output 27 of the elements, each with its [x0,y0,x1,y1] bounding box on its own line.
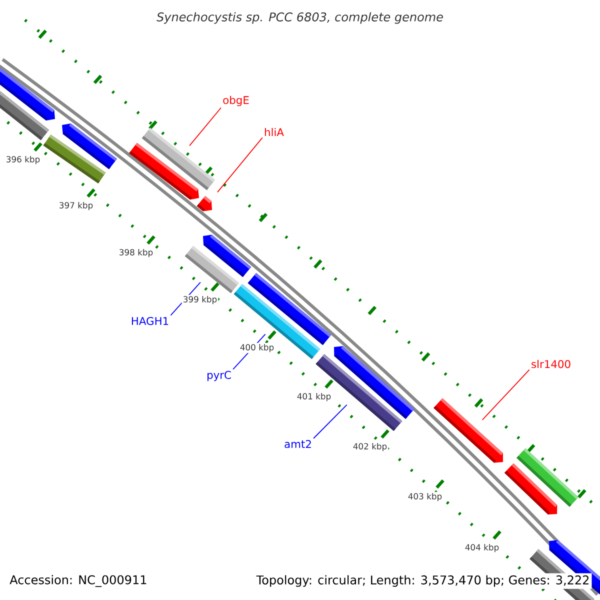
gene-feature [316,354,402,432]
gene-label: HAGH1 [132,316,168,326]
scale-label: 400 kbp [238,342,276,354]
scale-label: 404 kbp [464,542,500,554]
gene-feature [142,128,216,190]
leader-line [189,107,222,146]
gene-label: pyrC [208,370,231,382]
scale-label: 396 kbp [4,154,42,166]
leader-line [313,404,348,439]
gene-feature [434,398,504,463]
scale-label: 397 kbp [58,200,94,212]
scale-label: 402 kbp [352,442,388,452]
info-text: Accession: NC_000911 [10,575,146,587]
gene-label: amt2 [284,440,311,448]
scale-label: 403 kbp [406,492,444,502]
leader-line [217,137,263,193]
scale-label: 398 kbp [118,248,154,258]
scale-label: 399 kbp [182,294,218,306]
gene-feature [196,196,212,212]
leader-line [482,369,530,420]
gene-feature [184,246,240,294]
title: Synechocystis sp. PCC 6803, complete genome [156,12,443,24]
info-text: Topology: circular; Length: 3,573,470 bp; Genes: 3,222 [254,573,592,589]
gene-label: obgE [223,96,249,106]
scale-label: 401 kbp [296,392,332,402]
gene-label: slr1400 [532,360,570,368]
gene-label: hliA [264,128,284,136]
